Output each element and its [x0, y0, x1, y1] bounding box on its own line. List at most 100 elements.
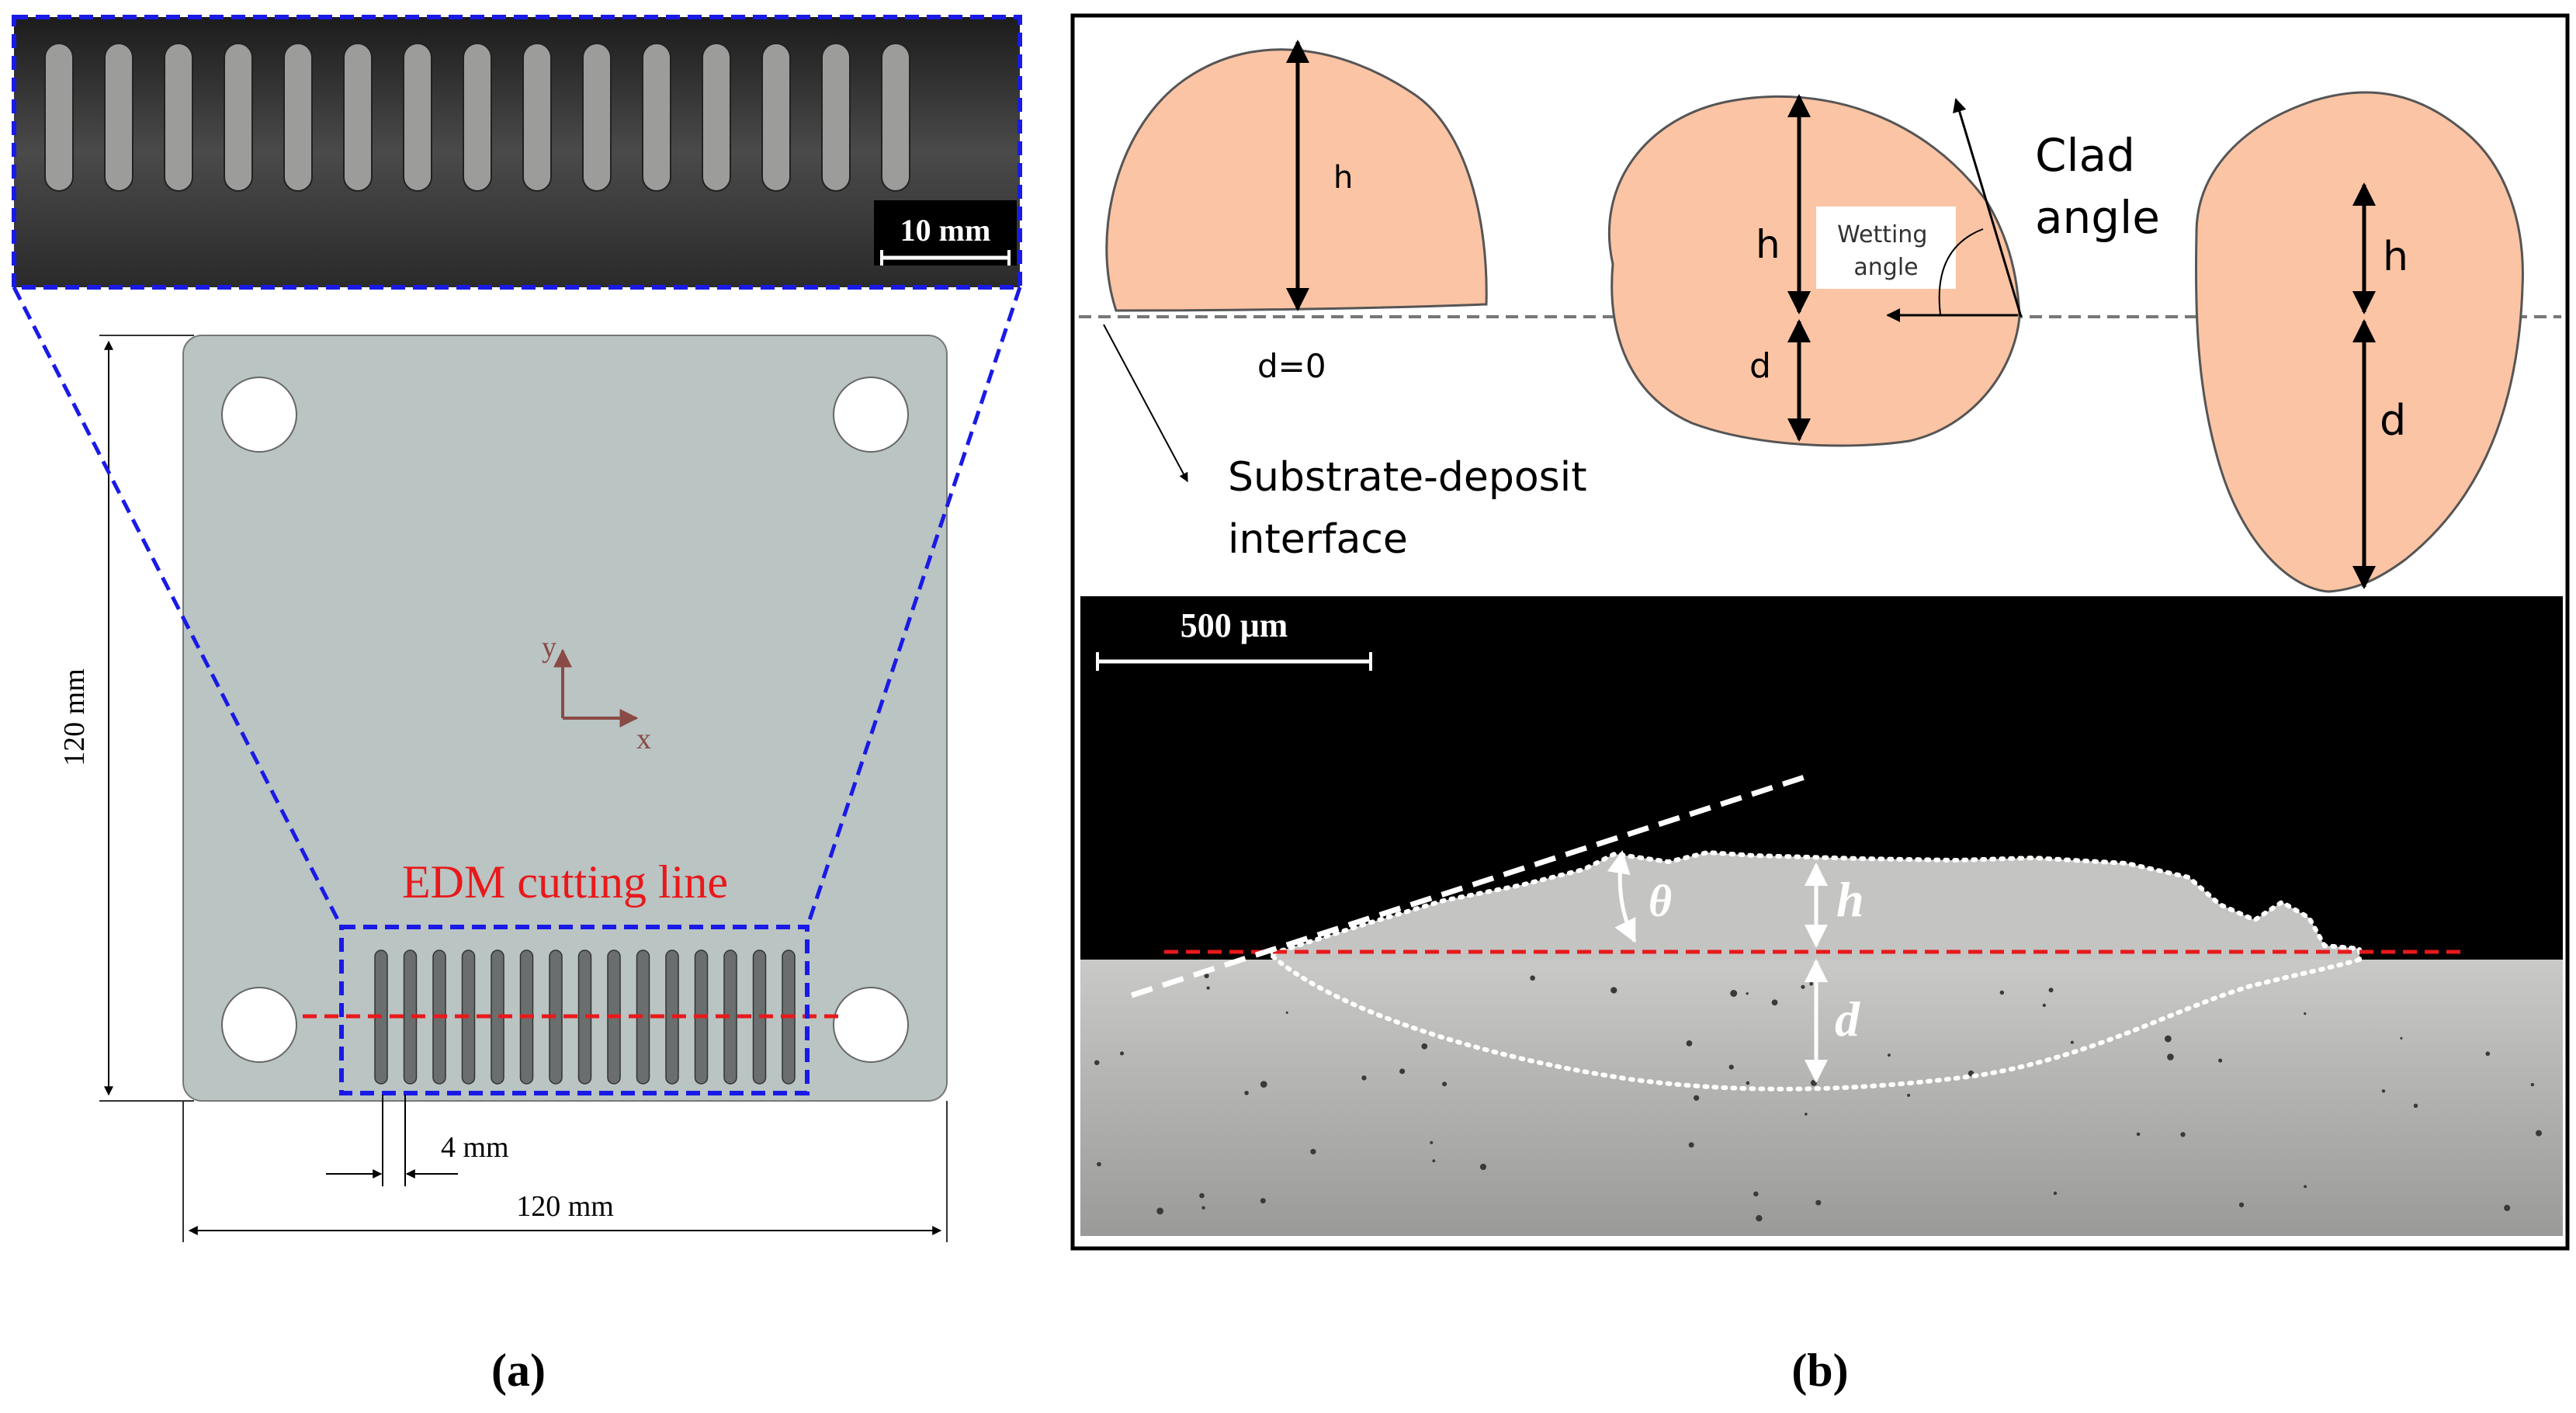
width-dimension: 120 mm	[182, 1101, 948, 1242]
width-dimension-label: 120 mm	[516, 1190, 614, 1223]
pore	[1399, 1068, 1406, 1075]
interface-label-line2: interface	[1228, 516, 1408, 563]
inset-slot	[821, 43, 851, 192]
micrograph-h-label: h	[1836, 872, 1864, 927]
bead-3: h d	[2194, 91, 2524, 593]
inset-slot	[283, 43, 313, 192]
micrograph-d-label: d	[1835, 991, 1860, 1047]
pore	[2048, 988, 2054, 993]
hole-bottom-left	[221, 987, 297, 1063]
plate-slot-group	[374, 950, 796, 1085]
pore	[2053, 1191, 2058, 1196]
pore	[1809, 981, 1814, 986]
inset-slot	[761, 43, 791, 192]
pore	[1260, 1081, 1267, 1088]
pore	[2238, 1202, 2245, 1208]
cutting-line-label: EDM cutting line	[402, 856, 728, 908]
micrograph-scale-label: 500 μm	[1181, 606, 1288, 644]
pore	[1479, 1163, 1487, 1171]
pore	[2304, 1185, 2307, 1189]
pore	[1204, 973, 1209, 979]
pore	[1887, 1054, 1891, 1057]
hole-top-right	[833, 377, 909, 453]
pore	[2304, 1012, 2307, 1015]
panel-b: h d=0 Substrate-deposit interface h d We…	[1070, 13, 2570, 1396]
inset-slot	[582, 43, 612, 192]
inset-scale-box	[874, 200, 1017, 266]
clad-angle-line1: Clad	[2035, 129, 2135, 182]
bead-2-d-label: d	[1749, 346, 1771, 386]
bead-1-d-label: d=0	[1257, 347, 1326, 385]
pore	[2167, 1054, 2174, 1061]
pore	[2530, 1082, 2535, 1087]
inset-slot	[224, 43, 253, 192]
bead-2-h-label: h	[1756, 222, 1780, 267]
pore	[1361, 1075, 1367, 1081]
pore	[1442, 1081, 1447, 1087]
pore	[1746, 992, 1749, 995]
inset-frame	[12, 15, 1022, 290]
pore	[2504, 1204, 2511, 1211]
pore	[1907, 1093, 1911, 1097]
zoom-line-right	[805, 286, 1022, 928]
pore	[2413, 1103, 2418, 1109]
bead-3-h-label: h	[2383, 234, 2408, 280]
inset-slot	[702, 43, 731, 192]
hole-bottom-right	[833, 987, 909, 1063]
clad-angle-label: Clad angle	[2035, 129, 2160, 244]
pore	[1801, 984, 1805, 989]
wetting-angle-line1: Wetting	[1837, 221, 1927, 248]
bead-1-h-label: h	[1333, 160, 1353, 196]
panel-a-caption: (a)	[491, 1345, 546, 1396]
inset-slot	[44, 43, 74, 192]
pore	[1999, 990, 2005, 995]
inset-scale-label: 10 mm	[900, 213, 991, 248]
pore	[1201, 1206, 1205, 1210]
inset-slot	[104, 43, 133, 192]
pore	[2042, 1003, 2047, 1008]
pore	[1156, 1207, 1164, 1215]
pore	[1753, 1191, 1759, 1197]
pore	[2485, 1051, 2491, 1057]
pore	[1815, 1199, 1822, 1206]
coordinate-axes: y x	[542, 631, 651, 755]
pore	[1199, 1193, 1205, 1199]
wetting-angle-line2: angle	[1853, 254, 1918, 281]
wetting-angle-box	[1816, 207, 1956, 289]
height-dimension: 120 mm	[58, 335, 194, 1102]
theta-arc	[1607, 850, 1637, 943]
pore	[1688, 1142, 1694, 1148]
pore	[2136, 1132, 2141, 1137]
pore	[1530, 975, 1535, 981]
pore	[2218, 1058, 2223, 1063]
panel-a: 10 mm 120 mm y x EDM cutt	[12, 15, 1022, 1396]
clad-outline	[1271, 849, 2362, 962]
inset-slot	[164, 43, 193, 192]
pore	[2381, 1089, 2386, 1093]
axis-y-label: y	[542, 631, 556, 664]
theta-label: θ	[1649, 876, 1672, 926]
pore	[1694, 1095, 1700, 1101]
inset-slot-group	[44, 43, 910, 192]
pore	[1730, 990, 1738, 997]
slot-region	[303, 925, 840, 1095]
pore	[2070, 1040, 2074, 1044]
spacing-dimension: 4 mm	[326, 1095, 509, 1186]
hole-top-left	[221, 377, 297, 453]
inset-slot	[522, 43, 552, 192]
pore	[1430, 1140, 1434, 1144]
bead-2: h d Wetting angle Clad angle	[1608, 94, 2160, 447]
pore	[1805, 1113, 1808, 1116]
height-dimension-label: 120 mm	[58, 668, 91, 766]
inset-slot	[642, 43, 671, 192]
pore	[1756, 1214, 1763, 1222]
pore	[1746, 1081, 1750, 1085]
zoom-line-left	[12, 286, 344, 929]
pore	[2535, 1130, 2542, 1137]
pore	[1771, 999, 1778, 1006]
axis-x-label: x	[636, 723, 651, 755]
pore	[1610, 987, 1617, 994]
pore	[1244, 1091, 1249, 1095]
inset-photo: 10 mm	[12, 15, 1022, 290]
